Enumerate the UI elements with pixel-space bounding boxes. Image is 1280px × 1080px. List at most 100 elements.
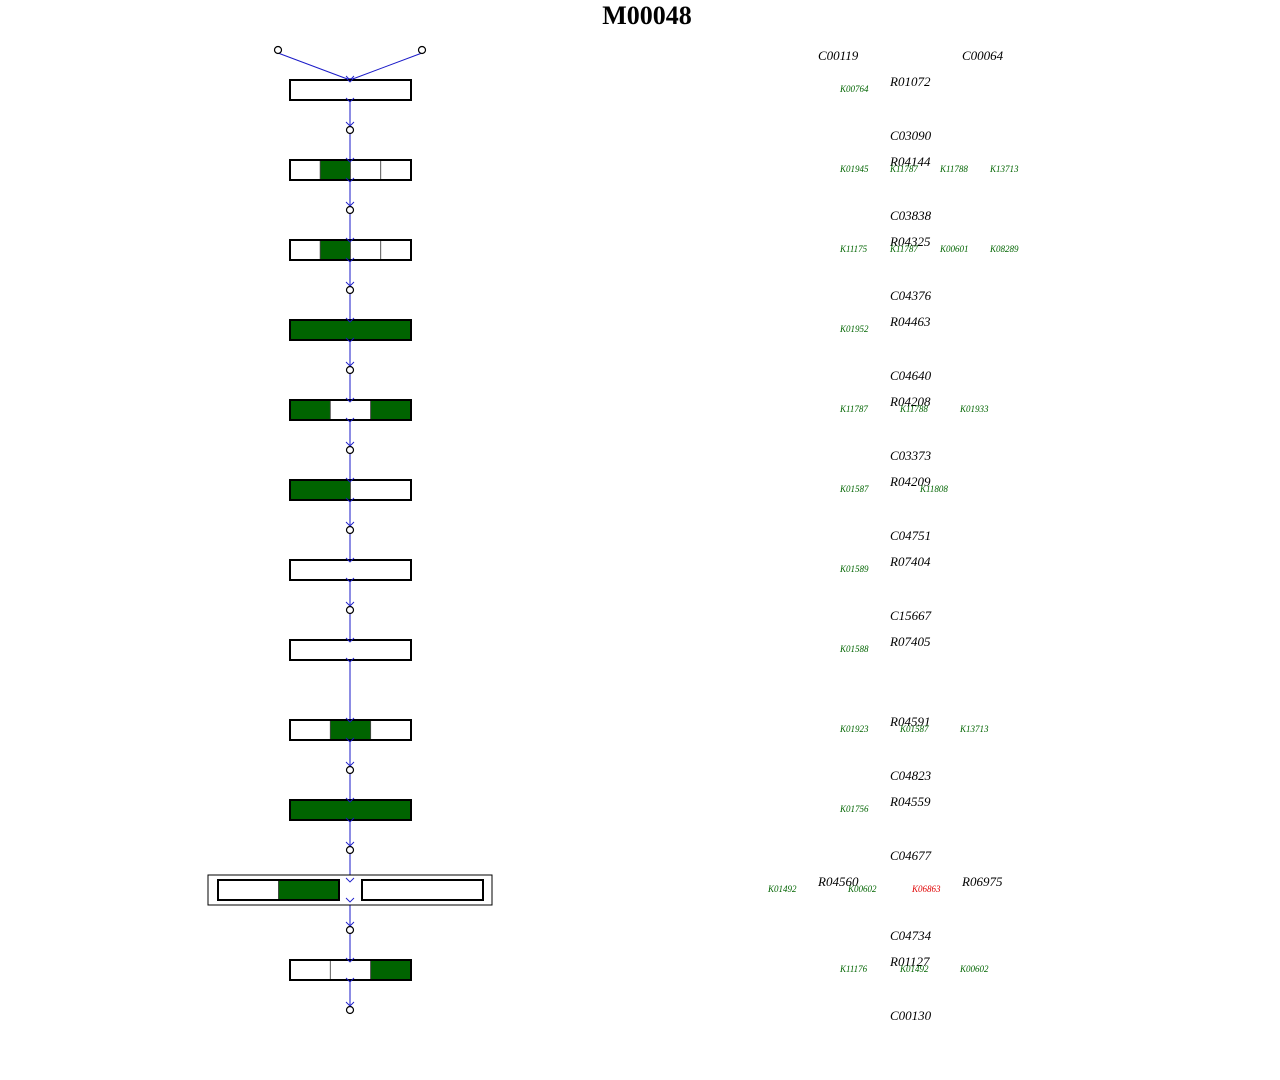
edge-arrowhead: [345, 957, 355, 963]
reaction-box-r04559-segment: [289, 799, 412, 821]
edge-arrowhead: [345, 497, 355, 503]
edge-arrowhead: [345, 361, 355, 367]
reaction-box-r06975: [361, 879, 484, 901]
reaction-box-r04208: [289, 399, 412, 421]
reaction-label-r04144: R04144: [890, 154, 931, 169]
compound-node-c03838: [345, 205, 355, 215]
reaction-box-r04325-segment: [289, 239, 321, 261]
edge-arrowhead: [345, 717, 355, 723]
edge-arrowhead: [345, 877, 355, 883]
edge-arrowhead: [345, 337, 355, 343]
reaction-box-r04560: [217, 879, 340, 901]
reaction-box-r04208-segment: [370, 399, 412, 421]
ko-label-k01933: K01933: [960, 404, 989, 414]
ko-label-k01492: K01492: [768, 884, 797, 894]
compound-label-c00064: C00064: [962, 48, 1004, 63]
reaction-label-r04325: R04325: [890, 234, 931, 249]
ko-label-k13713: K13713: [990, 164, 1019, 174]
reaction-box-r04144-segment: [350, 159, 382, 181]
edge-arrowhead: [345, 157, 355, 163]
reaction-box-r04591-segment: [289, 719, 331, 741]
reaction-box-r04209-segment: [350, 479, 412, 501]
reaction-box-r04144-segment: [319, 159, 351, 181]
module-title: M00048: [602, 1, 692, 30]
edge-arrowhead: [345, 417, 355, 423]
compound-node-c04823: [345, 765, 355, 775]
ko-label-k11788: K11788: [940, 164, 968, 174]
ko-label-k01945: K01945: [840, 164, 869, 174]
ko-label-k08289: K08289: [990, 244, 1019, 254]
reaction-box-r04591-segment: [370, 719, 412, 741]
compound-node-c04734: [345, 925, 355, 935]
edge-arrowhead: [345, 797, 355, 803]
edge-arrowhead: [345, 761, 355, 767]
reaction-box-r07404-segment: [289, 559, 412, 581]
compound-node-c04376: [345, 285, 355, 295]
edge-arrowhead: [345, 577, 355, 583]
reaction-box-r07405-segment: [289, 639, 412, 661]
edge-arrowhead: [345, 397, 355, 403]
reaction-box-r04560-segment: [278, 879, 340, 901]
reaction-label-r04209: R04209: [890, 474, 931, 489]
ko-label-k11787: K11787: [890, 244, 918, 254]
ko-label-k01588: K01588: [840, 644, 869, 654]
reaction-label-r04560: R04560: [818, 874, 859, 889]
reaction-box-r04144-segment: [380, 159, 412, 181]
compound-node-c04640: [345, 365, 355, 375]
ko-label-k13713: K13713: [960, 724, 989, 734]
compound-label-c03373: C03373: [890, 448, 932, 463]
compound-label-c04734: C04734: [890, 928, 932, 943]
ko-label-k01587: K01587: [840, 484, 869, 494]
reaction-box-r04209: [289, 479, 412, 501]
compound-node-c04677: [345, 845, 355, 855]
ko-label-k00602: K00602: [848, 884, 877, 894]
ko-label-k01492: K01492: [900, 964, 929, 974]
edge-arrowhead: [345, 921, 355, 927]
ko-label-k00601: K00601: [940, 244, 969, 254]
reaction-box-r04208-segment: [289, 399, 331, 421]
reaction-label-r01127: R01127: [890, 954, 930, 969]
compound-label-c04640: C04640: [890, 368, 932, 383]
ko-label-k01923: K01923: [840, 724, 869, 734]
ko-label-k11787: K11787: [840, 404, 868, 414]
reaction-label-r01072: R01072: [890, 74, 931, 89]
compound-label-c04677: C04677: [890, 848, 932, 863]
edge-arrowhead: [345, 281, 355, 287]
compound-node-c00130: [345, 1005, 355, 1015]
ko-label-k11176: K11176: [840, 964, 868, 974]
edge-arrowhead: [345, 441, 355, 447]
edge-arrowhead: [345, 601, 355, 607]
reaction-label-r04208: R04208: [890, 394, 931, 409]
reaction-box-r04591-segment: [329, 719, 372, 741]
reaction-box-r04325-segment: [350, 239, 382, 261]
compound-label-c03838: C03838: [890, 208, 932, 223]
reaction-label-r07405: R07405: [890, 634, 931, 649]
edge-arrowhead: [345, 237, 355, 243]
reaction-box-r04463: [289, 319, 412, 341]
reaction-box-r01127: [289, 959, 412, 981]
reaction-box-r01127-segment: [289, 959, 331, 981]
reaction-box-r04325-segment: [319, 239, 351, 261]
compound-node-c00119: [273, 45, 283, 55]
edge-arrowhead: [345, 521, 355, 527]
compound-label-c04376: C04376: [890, 288, 932, 303]
input-edge-right: [349, 52, 423, 81]
edge-arrowhead: [345, 817, 355, 823]
ko-label-k11808: K11808: [920, 484, 948, 494]
edge-arrowhead: [345, 637, 355, 643]
compound-node-c00064: [417, 45, 427, 55]
edge-arrowhead: [345, 657, 355, 663]
compound-label-c04751: C04751: [890, 528, 932, 543]
edge-arrowhead: [345, 97, 355, 103]
reaction-box-r06975-segment: [361, 879, 484, 901]
reaction-label-r04591: R04591: [890, 714, 931, 729]
ko-label-k11175: K11175: [840, 244, 868, 254]
edge-arrowhead: [345, 1001, 355, 1007]
ko-label-k01589: K01589: [840, 564, 869, 574]
reaction-box-r04463-segment: [289, 319, 412, 341]
reaction-box-r01127-segment: [370, 959, 412, 981]
ko-label-k11788: K11788: [900, 404, 928, 414]
ko-label-k00764: K00764: [840, 84, 869, 94]
reaction-box-r04325: [289, 239, 412, 261]
